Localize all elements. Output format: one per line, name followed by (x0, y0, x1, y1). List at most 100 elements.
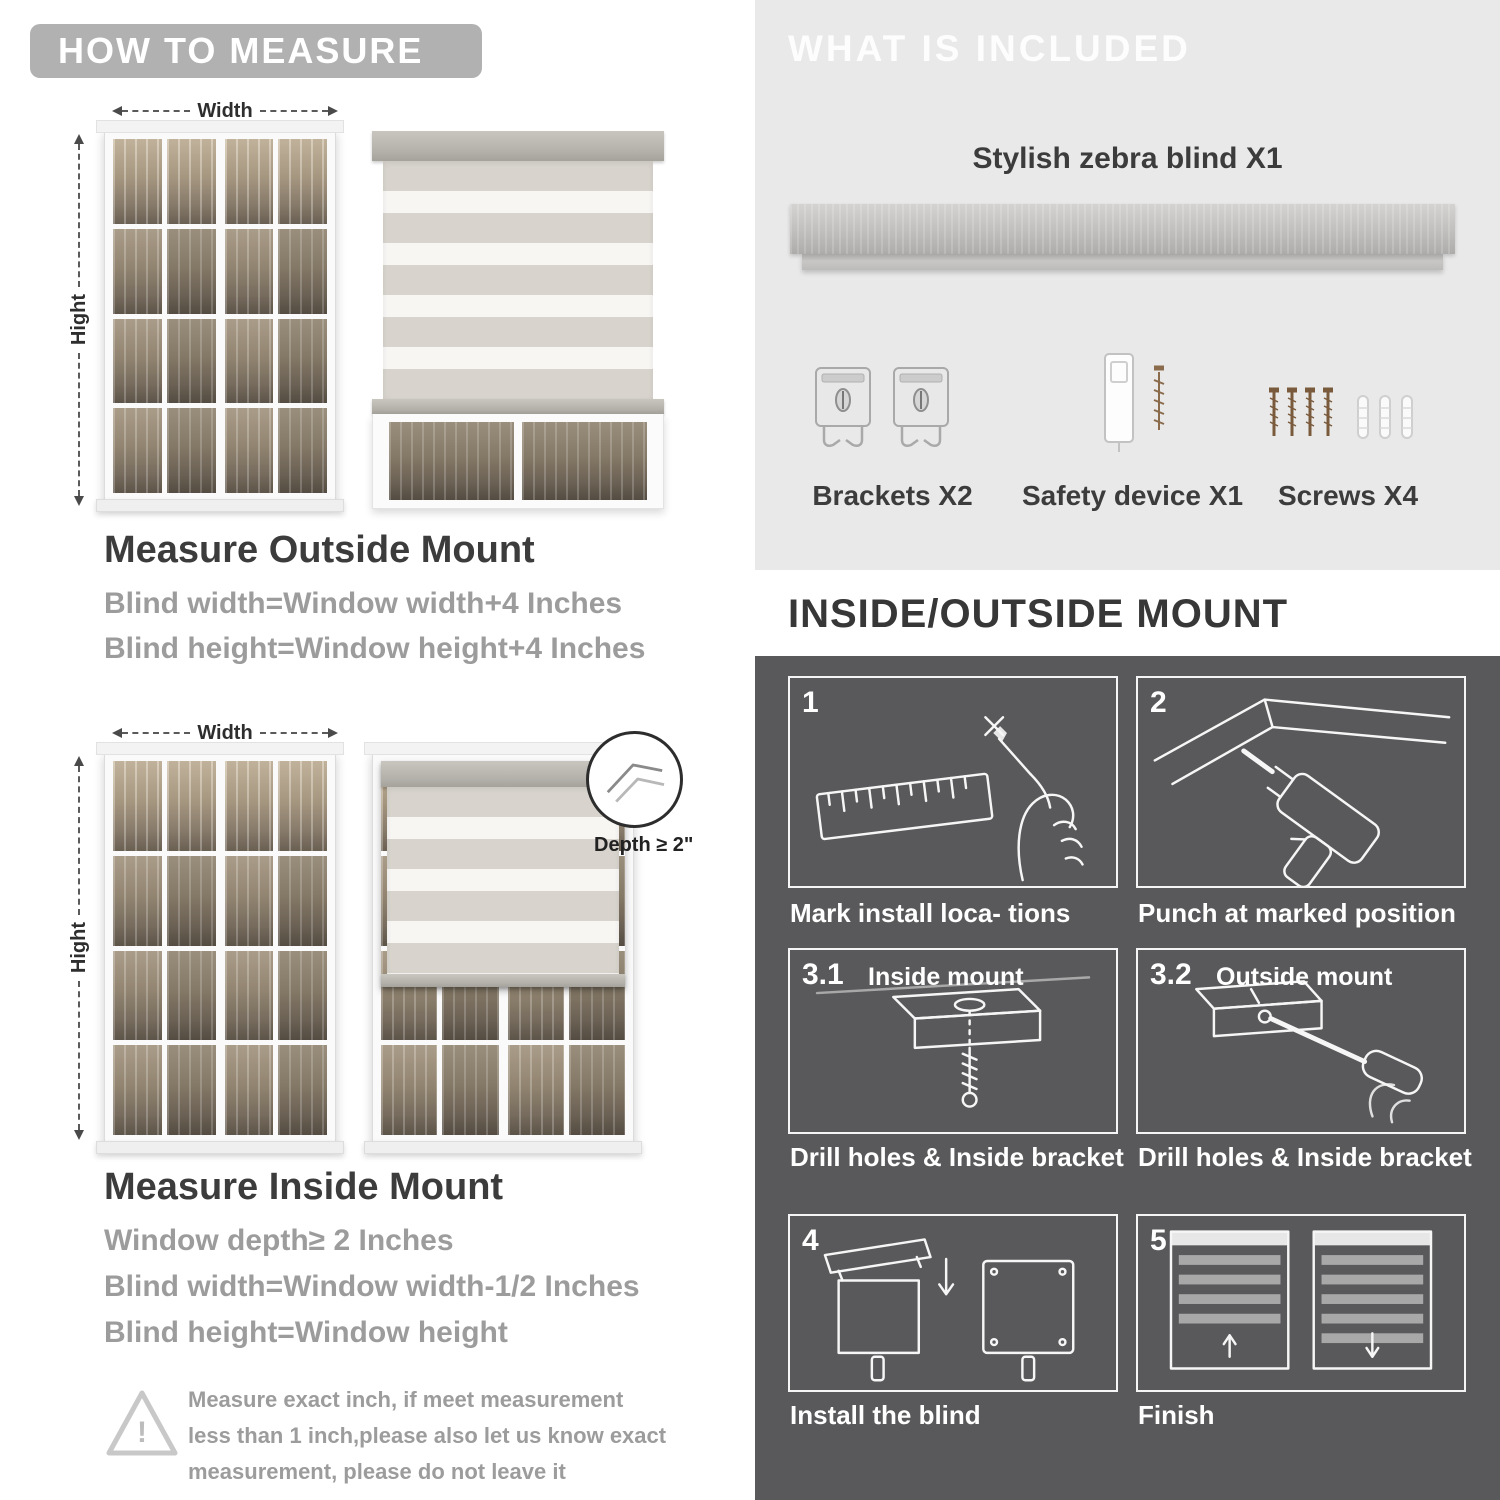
step-number: 1 (802, 686, 819, 719)
window-pane (113, 228, 162, 314)
arrow-up-icon (74, 134, 84, 144)
height-dimension-inside: Hight (68, 756, 90, 1140)
safety-device-graphic (1104, 353, 1165, 452)
blind-fabric-wrap (381, 787, 625, 975)
how-to-measure-banner: HOW TO MEASURE (30, 24, 482, 78)
depth-callout-circle (586, 731, 683, 828)
blind-fabric-stripes (383, 161, 653, 399)
mark-locations-illustration (815, 716, 1084, 882)
what-is-included-panel (755, 0, 1500, 570)
arrow-right-icon (328, 728, 339, 738)
blind-fabric-stripes (387, 787, 619, 975)
blind-bottom-rail (381, 974, 625, 988)
window-pane (389, 422, 514, 500)
step-number: 5 (1150, 1224, 1167, 1257)
outside-mount-title: Measure Outside Mount (104, 529, 535, 571)
window-pane (166, 408, 216, 493)
dashed-line (122, 110, 191, 112)
step-number: 3.1 (802, 958, 844, 991)
step-caption-3-2: Drill holes & Inside bracket (1138, 1142, 1472, 1172)
width-dimension-outside: Width (112, 100, 339, 122)
mount-section-title: INSIDE/OUTSIDE MOUNT (788, 592, 1289, 636)
window-pane (278, 228, 327, 314)
window-pane (166, 761, 216, 851)
warning-triangle-icon: ! (102, 1386, 182, 1460)
window-pane (113, 408, 162, 493)
window-with-blind-illustration (364, 742, 642, 1154)
step-panel-2: 2 (1136, 676, 1466, 888)
window-sash (113, 139, 216, 493)
measure-note: Measure exact inch, if meet measurement … (188, 1387, 667, 1484)
window-pane (381, 1045, 438, 1135)
step-panel-1: 1 (788, 676, 1118, 888)
step-caption-2: Punch at marked position (1138, 898, 1456, 928)
window-pane (522, 422, 647, 500)
bracket-icon (893, 367, 949, 448)
step-panel-5: 5 (1136, 1214, 1466, 1392)
inside-mount-line-3: Blind height=Window height (104, 1316, 508, 1349)
step-number: 2 (1150, 686, 1167, 719)
window-pane (113, 318, 162, 404)
height-label: Hight (67, 294, 90, 346)
window-sash (113, 761, 216, 1135)
step-number: 4 (802, 1224, 819, 1257)
arrow-down-icon (74, 496, 84, 506)
brackets-icon (812, 364, 952, 452)
window-pane (278, 1045, 327, 1135)
step-caption-4: Install the blind (790, 1400, 981, 1430)
outside-bracket-illustration (1195, 980, 1423, 1124)
window-pane (113, 1045, 162, 1135)
warning-exclamation: ! (137, 1416, 147, 1449)
width-dimension-inside: Width (112, 721, 339, 744)
stylish-zebra-blind-label: Stylish zebra blind X1 (972, 142, 1283, 175)
window-pane (224, 228, 274, 314)
screws-graphic (1269, 387, 1413, 439)
step-panel-3-1: 3.1 Inside mount (788, 948, 1118, 1134)
safety-device-icon (1075, 350, 1195, 465)
window-pane (278, 318, 327, 404)
step-panel-3-2: 3.2 Outside mount (1136, 948, 1466, 1134)
inside-mount-line-2: Blind width=Window width-1/2 Inches (104, 1270, 640, 1303)
blind-fabric-wrap (372, 161, 664, 399)
window-pane (507, 1045, 564, 1135)
dashed-line (78, 980, 80, 1130)
window-pane (224, 318, 274, 404)
window-pane (568, 1045, 625, 1135)
zebra-blind-illustration-outside (372, 131, 664, 509)
inside-mount-line-1: Window depth≥ 2 Inches (104, 1224, 454, 1257)
window-peek (372, 414, 664, 509)
window-pane (224, 950, 274, 1041)
blind-bottom-rail (372, 399, 664, 414)
depth-callout-label: Depth ≥ 2" (594, 834, 694, 856)
headrail-lip (802, 254, 1443, 270)
window-pane (166, 228, 216, 314)
width-label: Width (197, 721, 253, 744)
step-inline-label: Outside mount (1216, 963, 1393, 991)
dashed-line (122, 732, 191, 734)
window-pane (224, 761, 274, 851)
step-number: 3.2 (1150, 958, 1192, 991)
drill-illustration (1153, 698, 1451, 886)
arrow-left-icon (112, 106, 122, 116)
window-pane (113, 761, 162, 851)
window-pane (224, 139, 274, 224)
step-panel-4: 4 (788, 1214, 1118, 1392)
outside-mount-line-2: Blind height=Window height+4 Inches (104, 632, 646, 665)
window-sash (224, 139, 327, 493)
arrow-right-icon (328, 106, 339, 116)
step-caption-5: Finish (1138, 1400, 1215, 1430)
what-is-included-title: WHAT IS INCLUDED (788, 28, 1191, 69)
window-pane (278, 950, 327, 1041)
dashed-line (78, 352, 80, 496)
finish-illustration (1169, 1230, 1433, 1370)
bracket-icon (815, 367, 871, 448)
inside-mount-title: Measure Inside Mount (104, 1166, 504, 1208)
window-pane (278, 408, 327, 493)
arrow-up-icon (74, 756, 84, 766)
window-pane (278, 761, 327, 851)
height-dimension-outside: Hight (68, 134, 90, 506)
dashed-line (259, 732, 329, 734)
window-pane (278, 139, 327, 224)
window-glass (113, 761, 327, 1135)
window-pane (224, 855, 274, 946)
